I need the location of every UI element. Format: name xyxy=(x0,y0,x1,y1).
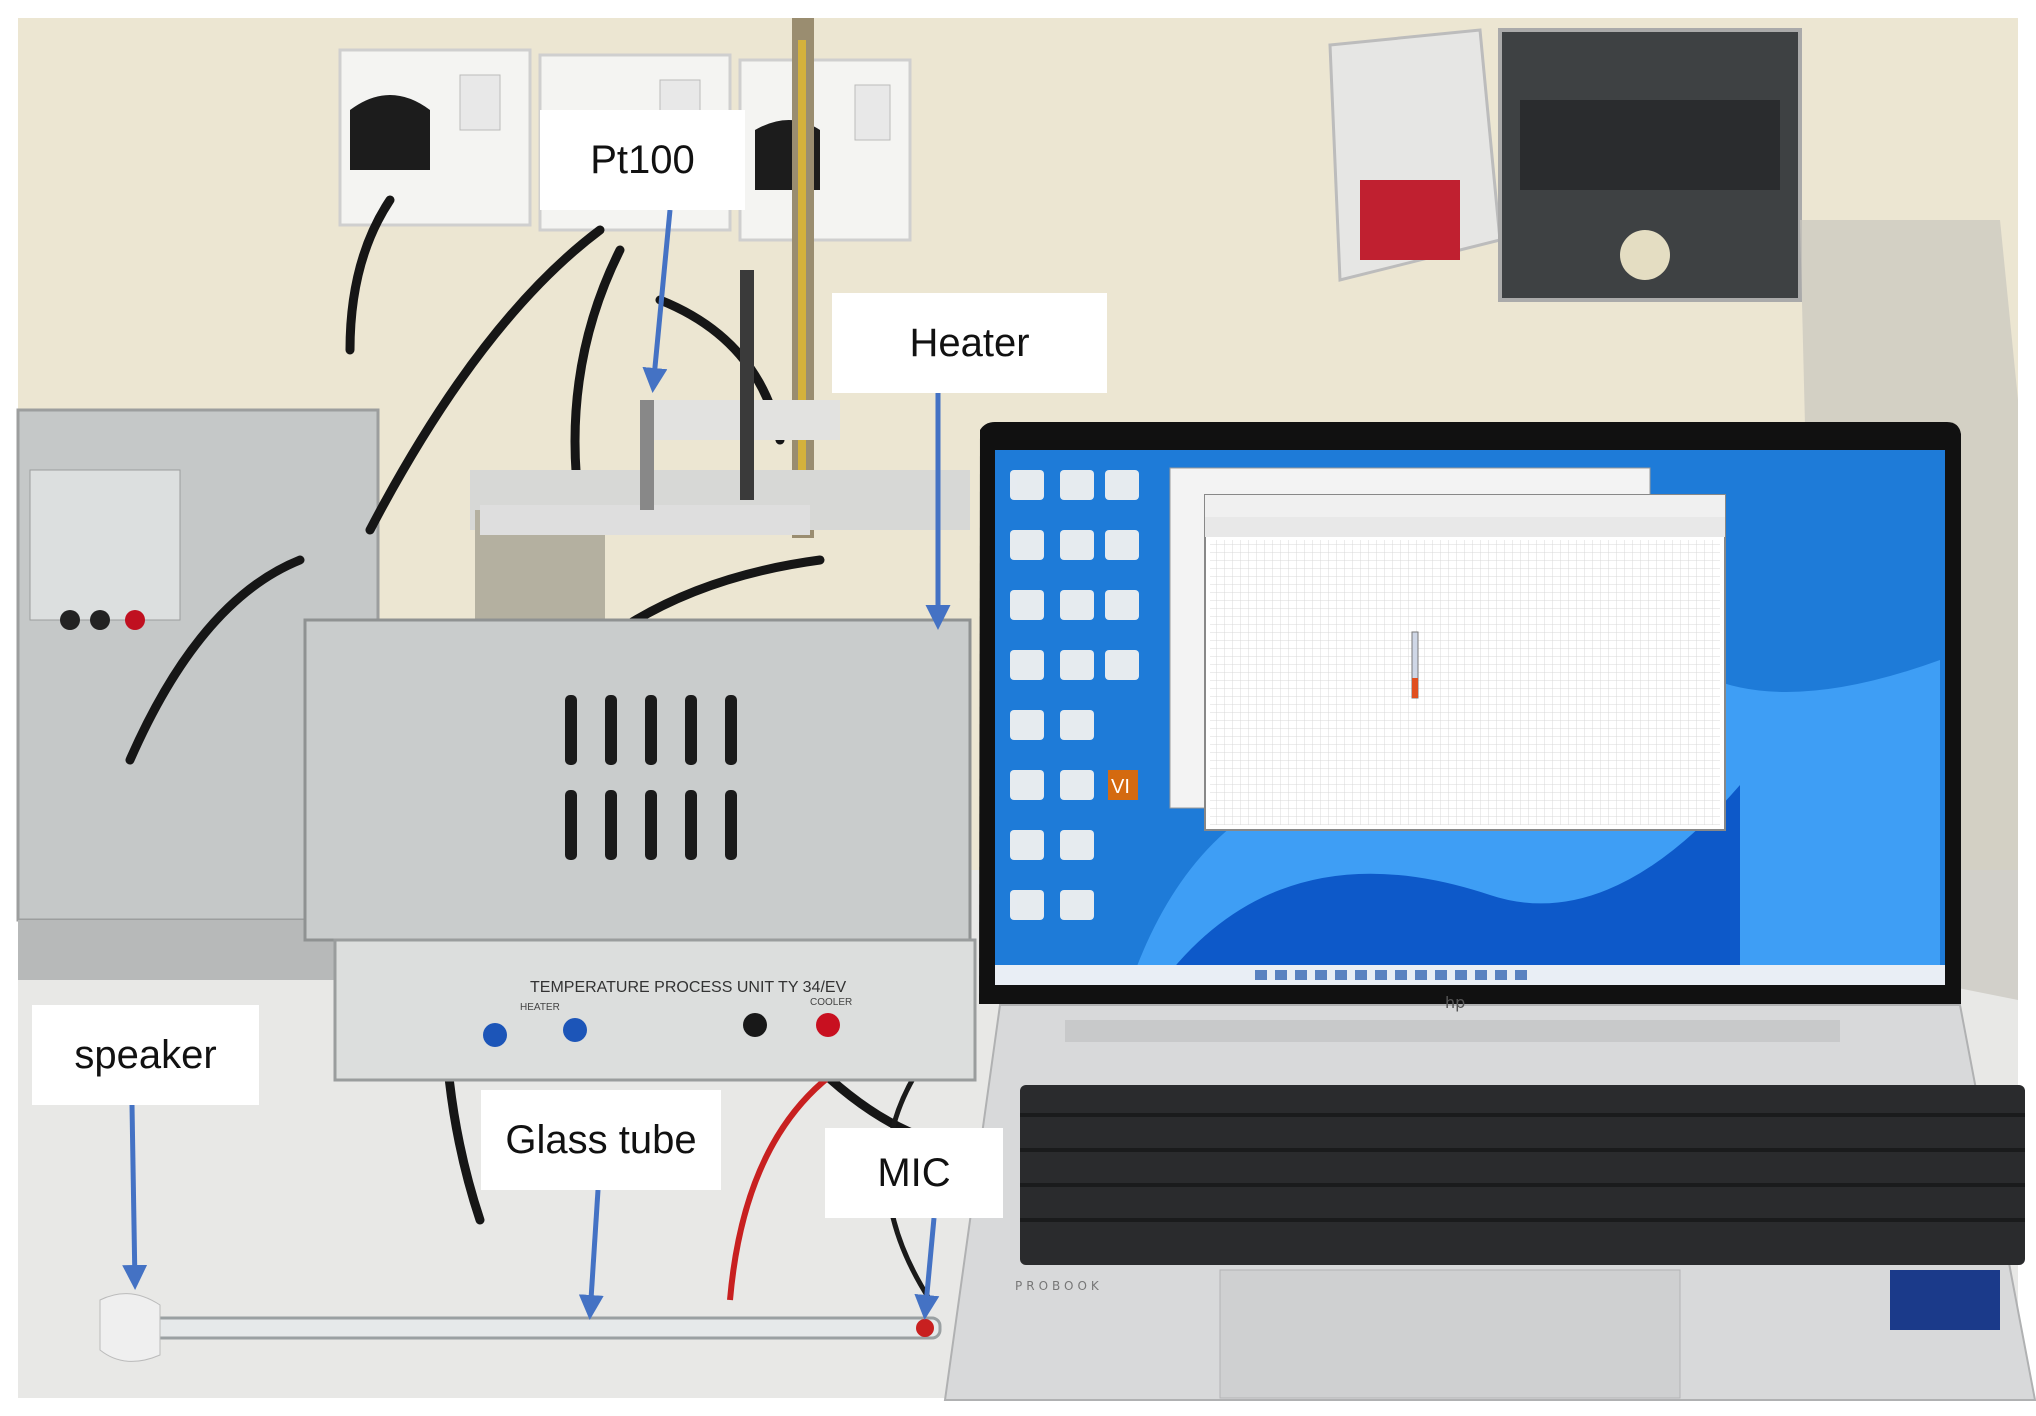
keyboard-brand: PROBOOK xyxy=(1015,1279,1103,1293)
pt100-label: Pt100 xyxy=(540,110,745,210)
callout-arrows xyxy=(122,209,951,1320)
laptop-brand-logo: hp xyxy=(1445,993,1465,1012)
mic-label: MIC xyxy=(825,1128,1003,1218)
cooler-socket-label: COOLER xyxy=(810,997,852,1008)
thermometer-icon xyxy=(1411,631,1419,699)
laptop: VI hp PROBOOK xyxy=(943,422,2036,1401)
speaker-label: speaker xyxy=(32,1005,259,1105)
probe xyxy=(740,270,754,500)
keyboard xyxy=(1020,1085,2025,1265)
plug-icon xyxy=(350,95,430,170)
labview-logo: VI xyxy=(1111,776,1130,798)
glass-tube-label: Glass tube xyxy=(481,1090,721,1190)
heater-socket-label: HEATER xyxy=(520,1002,560,1013)
glass-tube xyxy=(99,1293,942,1362)
unit-name-label: TEMPERATURE PROCESS UNIT TY 34/EV xyxy=(530,979,847,996)
temperature-process-unit: TEMPERATURE PROCESS UNIT TY 34/EV HEATER… xyxy=(303,400,977,1082)
heater-label: Heater xyxy=(832,293,1107,393)
industrial-socket xyxy=(1328,28,1802,302)
touchpad xyxy=(1219,1269,1681,1399)
arrow-down-icon xyxy=(642,209,673,393)
